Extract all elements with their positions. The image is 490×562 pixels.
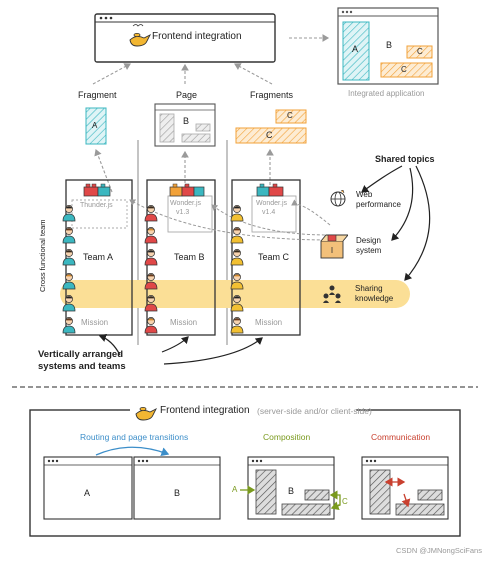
team-c-system: Wonder.js <box>256 200 287 207</box>
vertically-arranged-line2: systems and teams <box>38 361 126 372</box>
frontend-integration-title: Frontend integration <box>152 31 242 42</box>
sharing-knowledge-icon <box>322 284 342 304</box>
person-icon <box>230 204 244 222</box>
communication-label: Communication <box>371 432 431 442</box>
design-system-label: Design system <box>356 236 382 255</box>
lego-brick-icon <box>83 183 111 197</box>
person-icon <box>62 248 76 266</box>
team-a-mission: Mission <box>81 318 109 327</box>
lamp-icon <box>129 24 152 47</box>
team-b-box <box>146 179 216 336</box>
integrated-application-label: Integrated application <box>348 89 425 98</box>
lamp-icon <box>135 407 158 421</box>
sharing-knowledge-label: Sharing knowledge <box>355 284 394 303</box>
fragments-label: Fragments <box>250 90 294 100</box>
team-b-version: v1.3 <box>176 209 190 216</box>
composition-c-marker: C <box>342 497 348 506</box>
fragments-box-c1: C <box>287 111 293 120</box>
design-system-box-icon <box>318 232 349 260</box>
frontend-integration-window <box>94 13 276 63</box>
team-c-mission: Mission <box>255 318 283 327</box>
integrated-box-b: B <box>386 40 393 50</box>
team-c-box <box>231 179 301 336</box>
routing-page-a: A <box>84 488 91 498</box>
integrated-box-a: A <box>352 44 359 54</box>
routing-window-b <box>133 456 221 520</box>
person-icon <box>144 272 158 290</box>
routing-label: Routing and page transitions <box>80 432 189 442</box>
page-box-b: B <box>183 116 190 126</box>
team-c-version: v1.4 <box>262 209 276 216</box>
team-a-box <box>65 179 133 336</box>
person-icon <box>230 294 244 312</box>
team-b-mission: Mission <box>170 318 198 327</box>
web-performance-icon <box>329 189 347 208</box>
integrated-box-c1: C <box>417 47 423 56</box>
composition-a-marker: A <box>232 485 238 494</box>
person-icon <box>230 226 244 244</box>
page-label: Page <box>176 90 198 100</box>
web-performance-label: Web performance <box>356 190 401 209</box>
lego-brick-icon <box>169 183 205 197</box>
lego-brick-icon <box>256 183 284 197</box>
person-icon <box>144 316 158 334</box>
bottom-subtitle: (server-side and/or client-side) <box>257 406 372 416</box>
person-icon <box>62 204 76 222</box>
person-icon <box>62 294 76 312</box>
composition-label: Composition <box>263 432 311 442</box>
page-illustration <box>154 103 216 147</box>
person-icon <box>144 294 158 312</box>
routing-page-b: B <box>174 488 181 498</box>
routing-window-a <box>43 456 133 520</box>
person-icon <box>62 226 76 244</box>
integrated-box-c2: C <box>401 65 407 74</box>
person-icon <box>230 316 244 334</box>
team-a-name: Team A <box>83 252 114 262</box>
bottom-title: Frontend integration <box>160 405 250 416</box>
communication-window <box>361 456 449 520</box>
person-icon <box>144 204 158 222</box>
team-a-system: Thunder.js <box>80 202 113 209</box>
cross-functional-team-label: Cross functional team <box>38 219 47 292</box>
fragments-box-c2: C <box>266 130 273 140</box>
fragment-box-a: A <box>92 121 98 130</box>
watermark: CSDN @JMNongSciFans <box>396 546 482 555</box>
person-icon <box>230 248 244 266</box>
vertically-arranged-line1: Vertically arranged <box>38 349 124 360</box>
fragment-label: Fragment <box>78 90 117 100</box>
person-icon <box>230 272 244 290</box>
team-c-name: Team C <box>258 252 290 262</box>
routing-arrow <box>95 446 170 457</box>
person-icon <box>144 248 158 266</box>
shared-topics-label: Shared topics <box>375 154 435 164</box>
person-icon <box>144 226 158 244</box>
team-b-name: Team B <box>174 252 205 262</box>
team-b-system: Wonder.js <box>170 200 201 207</box>
person-icon <box>62 272 76 290</box>
composition-b: B <box>288 486 295 496</box>
composition-window <box>247 456 335 520</box>
person-icon <box>62 316 76 334</box>
integrated-application-window <box>337 7 439 85</box>
